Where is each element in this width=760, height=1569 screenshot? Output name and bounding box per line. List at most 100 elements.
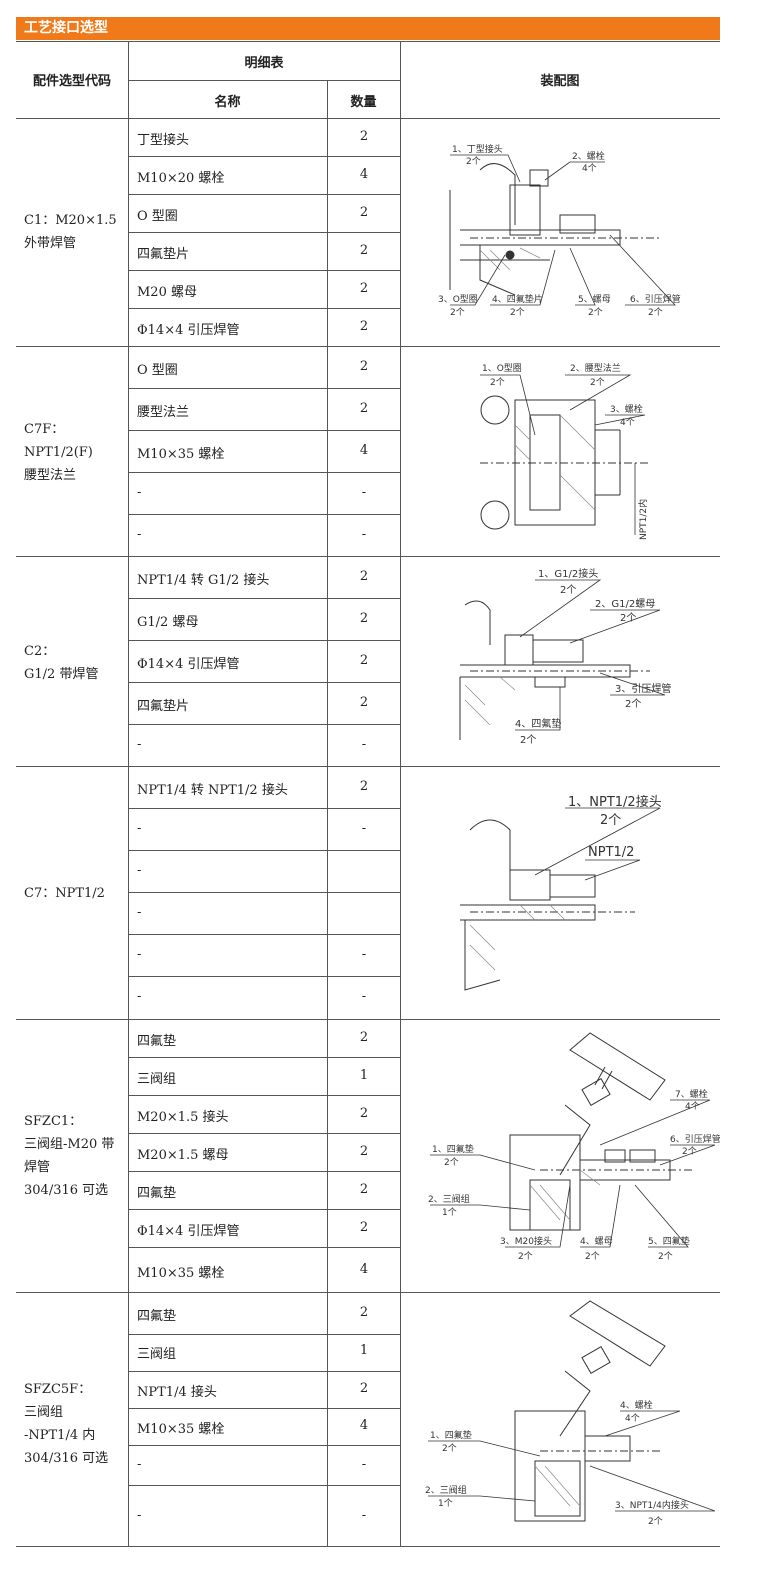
callout-label: 2、腰型法兰 xyxy=(570,362,621,374)
item-qty: 2 xyxy=(359,401,369,416)
assembly-drawing-sfzc1: 7、螺栓 4个 6、引压焊管 2个 1、四氟垫 2个 2、三阀组 1个 3、M2… xyxy=(428,1032,720,1262)
assembly-drawing-c7: 1、NPT1/2接头 2个 NPT1/2 xyxy=(460,794,662,991)
item-qty: 4 xyxy=(359,167,369,182)
item-qty: 2 xyxy=(359,1030,369,1045)
callout-label: 4个 xyxy=(620,417,635,428)
header-qty: 数量 xyxy=(350,95,377,110)
assembly-drawing-c1: 1、丁型接头 2个 2、螺栓 4个 3、O型圈 2个 4、四氟垫片 2个 5、螺… xyxy=(438,143,681,318)
item-qty: 2 xyxy=(359,779,369,794)
item-qty: 2 xyxy=(359,695,369,710)
item-name: M10×20 螺栓 xyxy=(137,171,225,186)
callout-label: 2个 xyxy=(590,377,605,388)
item-name: M20×1.5 接头 xyxy=(137,1110,229,1125)
callout-label: 3、引压焊管 xyxy=(615,682,671,695)
callout-label: 2、三阀组 xyxy=(425,1484,467,1496)
item-qty: 2 xyxy=(359,359,369,374)
callout-label: 2个 xyxy=(520,734,536,746)
item-name: 四氟垫 xyxy=(137,1186,177,1201)
item-qty: 2 xyxy=(359,1144,369,1159)
callout-label: 1个 xyxy=(438,1498,453,1509)
callout-label: 2、G1/2螺母 xyxy=(595,598,655,610)
callout-label: 2个 xyxy=(444,1157,459,1168)
code-label: C7：NPT1/2 xyxy=(24,886,105,901)
callout-label: 2个 xyxy=(518,1251,533,1262)
item-name: NPT1/4 接头 xyxy=(137,1385,217,1400)
item-name: NPT1/4 转 G1/2 接头 xyxy=(137,573,270,588)
callout-label: 1、丁型接头 xyxy=(452,143,503,155)
item-name: 丁型接头 xyxy=(137,133,190,148)
callout-label: 1、四氟垫 xyxy=(432,1143,474,1155)
item-qty: - xyxy=(361,947,367,962)
callout-label: 2个 xyxy=(620,612,636,624)
item-name: - xyxy=(137,1508,142,1523)
callout-label: 4个 xyxy=(625,1413,640,1424)
code-label: C2：G1/2 带焊管 xyxy=(24,644,99,682)
callout-label: 4、螺栓 xyxy=(620,1399,653,1411)
item-name: 四氟垫 xyxy=(137,1034,177,1049)
item-name: - xyxy=(137,737,142,752)
header-code: 配件选型代码 xyxy=(32,74,111,89)
item-name: 四氟垫片 xyxy=(137,247,190,262)
callout-label: 4个 xyxy=(582,163,597,174)
callout-label: 7、螺栓 xyxy=(675,1088,708,1100)
item-qty: 2 xyxy=(359,1106,369,1121)
callout-label: 3、O型圈 xyxy=(438,294,478,305)
item-qty: 4 xyxy=(359,1418,369,1433)
callout-label: 2个 xyxy=(588,307,603,318)
callout-label: 4、螺母 xyxy=(580,1236,613,1247)
callout-label: 4个 xyxy=(685,1101,700,1112)
item-qty: - xyxy=(361,737,367,752)
callout-label: 1、四氟垫 xyxy=(430,1429,472,1441)
assembly-drawing-sfzc5f: 4、螺栓 4个 1、四氟垫 2个 2、三阀组 1个 3、NPT1/4内接头 2个 xyxy=(425,1300,716,1527)
item-name: O 型圈 xyxy=(137,363,178,378)
callout-label: 2个 xyxy=(560,584,576,596)
item-name: - xyxy=(137,947,142,962)
callout-label: 2个 xyxy=(625,698,641,710)
item-name: Φ14×4 引压焊管 xyxy=(137,323,240,338)
item-qty: - xyxy=(361,485,367,500)
item-qty: 4 xyxy=(359,1262,369,1277)
item-qty: 2 xyxy=(359,281,369,296)
item-qty: 2 xyxy=(359,319,369,334)
item-name: - xyxy=(137,863,142,878)
callout-label: NPT1/2 xyxy=(588,845,634,860)
item-name: M10×35 螺栓 xyxy=(137,1422,225,1437)
item-qty: - xyxy=(361,1457,367,1472)
item-qty: 2 xyxy=(359,611,369,626)
item-qty: 2 xyxy=(359,243,369,258)
callout-label: 4、四氟垫 xyxy=(515,717,561,730)
header-name: 名称 xyxy=(214,95,241,110)
item-name: 四氟垫 xyxy=(137,1309,177,1324)
item-qty: 1 xyxy=(359,1068,369,1083)
item-qty: 4 xyxy=(359,443,369,458)
item-name: 三阀组 xyxy=(137,1072,177,1087)
item-name: - xyxy=(137,485,142,500)
header-detail: 明细表 xyxy=(244,56,284,71)
item-name: - xyxy=(137,989,142,1004)
callout-label: 5、四氟垫 xyxy=(648,1235,690,1247)
callout-label: 2个 xyxy=(510,307,525,318)
item-name: - xyxy=(137,821,142,836)
assembly-drawing-c7f: 1、O型圈 2个 2、腰型法兰 2个 3、螺栓 4个 NPT1/2内 xyxy=(480,362,650,540)
callout-label: 2个 xyxy=(585,1251,600,1262)
item-qty: 2 xyxy=(359,653,369,668)
assembly-drawing-c2: 1、G1/2接头 2个 2、G1/2螺母 2个 3、引压焊管 2个 4、四氟垫 … xyxy=(459,567,671,746)
item-qty: 2 xyxy=(359,1182,369,1197)
callout-label: 4、四氟垫片 xyxy=(492,293,543,305)
callout-label: 1个 xyxy=(442,1207,457,1218)
item-name: Φ14×4 引压焊管 xyxy=(137,1224,240,1239)
callout-label: 2个 xyxy=(450,307,465,318)
callout-label: 2个 xyxy=(600,813,621,828)
item-name: - xyxy=(137,1457,142,1472)
item-qty: 2 xyxy=(359,129,369,144)
item-name: 腰型法兰 xyxy=(137,405,190,420)
item-name: 四氟垫片 xyxy=(137,699,190,714)
callout-label: 2个 xyxy=(490,377,505,388)
callout-label: NPT1/2内 xyxy=(637,499,649,540)
header-assembly: 装配图 xyxy=(540,74,580,89)
callout-label: 6、引压焊管 xyxy=(630,293,681,305)
item-qty: 2 xyxy=(359,1220,369,1235)
callout-label: 1、G1/2接头 xyxy=(538,567,598,580)
